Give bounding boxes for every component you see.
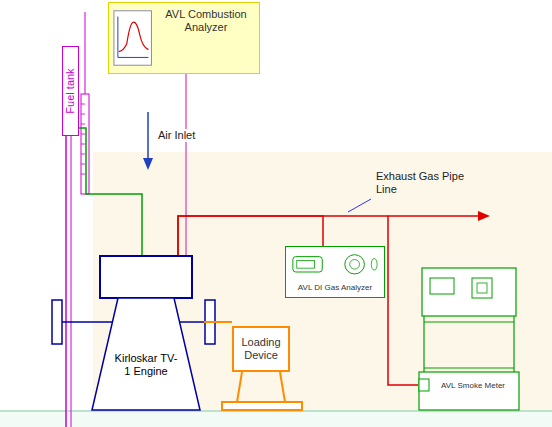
exhaust-outlet <box>388 215 480 217</box>
node-label: Kirloskar TV-1 Engine <box>112 352 180 377</box>
connector-line <box>79 128 142 256</box>
floor-strip <box>0 411 552 427</box>
node-label: AVL DI Gas Analyzer <box>288 283 382 292</box>
pipe-connector <box>186 74 187 256</box>
node-label: Fuel tank <box>64 68 77 113</box>
arrow-head <box>478 211 490 221</box>
gas-analyzer: AVL DI Gas Analyzer <box>285 246 385 298</box>
node-label: AVL Smoke Meter <box>431 381 515 390</box>
annotation-label: Exhaust Gas Pipe Line <box>376 170 482 195</box>
connector-line <box>204 321 232 323</box>
leader-line <box>348 199 371 212</box>
analyzer-box: AVL Combustion Analyzer <box>108 2 260 74</box>
pipe-connector <box>204 322 232 323</box>
smoke-meter: AVL Smoke Meter <box>418 268 520 412</box>
node-label: Loading Device <box>236 336 286 361</box>
connector-line <box>185 74 187 256</box>
stand-base <box>222 402 302 410</box>
pipe-connector <box>79 128 142 256</box>
air-inlet-arrow <box>147 112 149 160</box>
smoke-meter-body <box>418 268 520 412</box>
tank-stand <box>65 136 67 427</box>
engine: Kirloskar TV-1 Engine <box>88 256 204 412</box>
tank-stand <box>71 136 72 427</box>
shaft <box>62 321 118 323</box>
loading-device: Loading Device <box>232 326 290 372</box>
stand-leg <box>237 372 242 402</box>
stand-leg <box>280 372 285 402</box>
connector-line <box>178 216 418 385</box>
pipe-connector <box>178 216 418 385</box>
fuel-tank: Fuel tank <box>62 46 79 136</box>
burette-scale <box>81 104 85 174</box>
burette <box>81 94 89 194</box>
node-label: AVL Combustion Analyzer <box>155 8 257 33</box>
burette-tube <box>85 12 86 94</box>
annotation-label: Air Inlet <box>156 129 197 142</box>
engine-outline <box>88 256 204 412</box>
bench-ground <box>93 152 552 412</box>
arrow-head <box>143 158 153 170</box>
flywheel <box>52 300 62 344</box>
